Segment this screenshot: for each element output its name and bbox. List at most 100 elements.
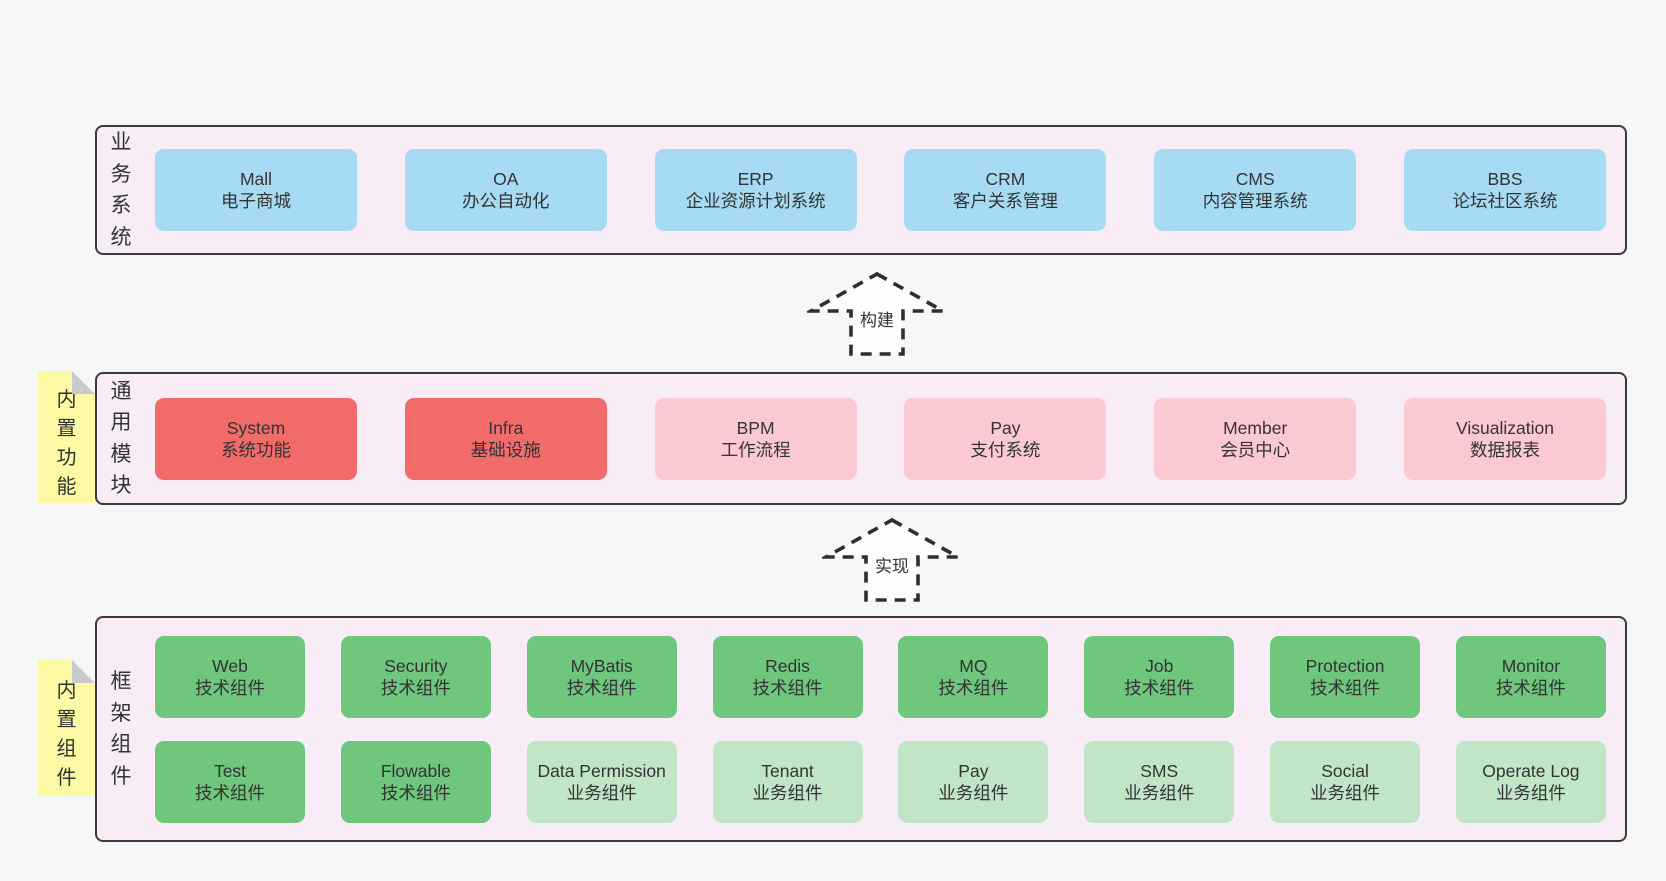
module-box-subtitle: 基础设施 xyxy=(470,439,541,460)
module-box-subtitle: 业务组件 xyxy=(1495,782,1566,803)
module-box-subtitle: 客户关系管理 xyxy=(952,191,1058,211)
module-box-subtitle: 技术组件 xyxy=(938,677,1009,698)
arrow-build: 构建 xyxy=(807,271,947,357)
module-box-subtitle: 技术组件 xyxy=(1495,677,1566,698)
sticky-tab-label: 内置功能 xyxy=(56,389,77,498)
module-box-subtitle: 技术组件 xyxy=(1124,677,1195,698)
module-box-title: ERP xyxy=(737,169,774,189)
module-box-title: Mall xyxy=(239,169,273,189)
module-box-subtitle: 内容管理系统 xyxy=(1202,191,1308,211)
module-box-subtitle: 业务组件 xyxy=(1124,782,1195,803)
module-box-subtitle: 业务组件 xyxy=(938,782,1009,803)
sticky-tab-built-in-features: 内置功能 xyxy=(38,371,95,503)
module-box-subtitle: 技术组件 xyxy=(1310,677,1381,698)
module-box-subtitle: 业务组件 xyxy=(752,782,823,803)
module-box-subtitle: 技术组件 xyxy=(752,677,823,698)
arrow-implement: 实现 xyxy=(822,517,962,603)
module-box-subtitle: 数据报表 xyxy=(1469,439,1540,460)
module-box-subtitle: 技术组件 xyxy=(195,782,265,803)
module-box-title: BBS xyxy=(1487,169,1523,189)
module-box-title: Flowable xyxy=(380,760,451,781)
module-box-title: Visualization xyxy=(1456,417,1554,438)
module-box-title: MQ xyxy=(959,655,988,676)
module-box-title: Monitor xyxy=(1501,655,1561,676)
module-box-subtitle: 支付系统 xyxy=(970,439,1041,460)
module-box-subtitle: 业务组件 xyxy=(566,782,637,803)
arrow-label: 构建 xyxy=(858,311,896,331)
module-box-title: Member xyxy=(1223,417,1288,438)
module-box-title: System xyxy=(226,417,286,438)
module-box-subtitle: 电子商城 xyxy=(221,191,291,211)
module-box-subtitle: 会员中心 xyxy=(1220,439,1291,460)
panel-label-business-systems: 业务系统 xyxy=(109,127,133,253)
module-box-title: Social xyxy=(1321,760,1369,781)
module-box-subtitle: 技术组件 xyxy=(380,677,451,698)
panel-label-text: 框架组件 xyxy=(110,670,132,788)
module-box-subtitle: 工作流程 xyxy=(720,439,791,460)
module-box-subtitle: 系统功能 xyxy=(221,439,291,460)
module-box-title: Operate Log xyxy=(1482,760,1580,781)
module-box-title: Job xyxy=(1145,655,1174,676)
module-box-subtitle: 业务组件 xyxy=(1310,782,1381,803)
panel-label-text: 通用模块 xyxy=(110,379,132,498)
module-box-title: Test xyxy=(213,760,247,781)
module-box-title: CMS xyxy=(1235,169,1275,189)
module-box-title: Tenant xyxy=(761,760,814,781)
module-box-title: CRM xyxy=(985,169,1026,189)
sticky-tab-label: 内置组件 xyxy=(56,680,77,789)
module-box-subtitle: 技术组件 xyxy=(380,782,451,803)
module-box-subtitle: 论坛社区系统 xyxy=(1452,191,1558,211)
module-box-title: Web xyxy=(212,655,248,676)
module-box-subtitle: 企业资源计划系统 xyxy=(685,191,826,211)
module-box-title: BPM xyxy=(736,417,775,438)
arrow-label: 实现 xyxy=(873,557,911,577)
module-box-title: SMS xyxy=(1140,760,1179,781)
panel-label-framework-components: 框架组件 xyxy=(109,618,133,840)
sticky-tab-built-in-components: 内置组件 xyxy=(38,660,95,796)
module-box-title: Redis xyxy=(765,655,810,676)
module-box-title: OA xyxy=(493,169,519,189)
panel-label-common-modules: 通用模块 xyxy=(109,374,133,503)
module-box-subtitle: 办公自动化 xyxy=(462,191,550,211)
module-box-title: Data Permission xyxy=(537,760,666,781)
module-box-title: Pay xyxy=(990,417,1021,438)
module-box-subtitle: 技术组件 xyxy=(566,677,637,698)
module-box-title: Pay xyxy=(958,760,989,781)
module-box-title: Infra xyxy=(488,417,524,438)
